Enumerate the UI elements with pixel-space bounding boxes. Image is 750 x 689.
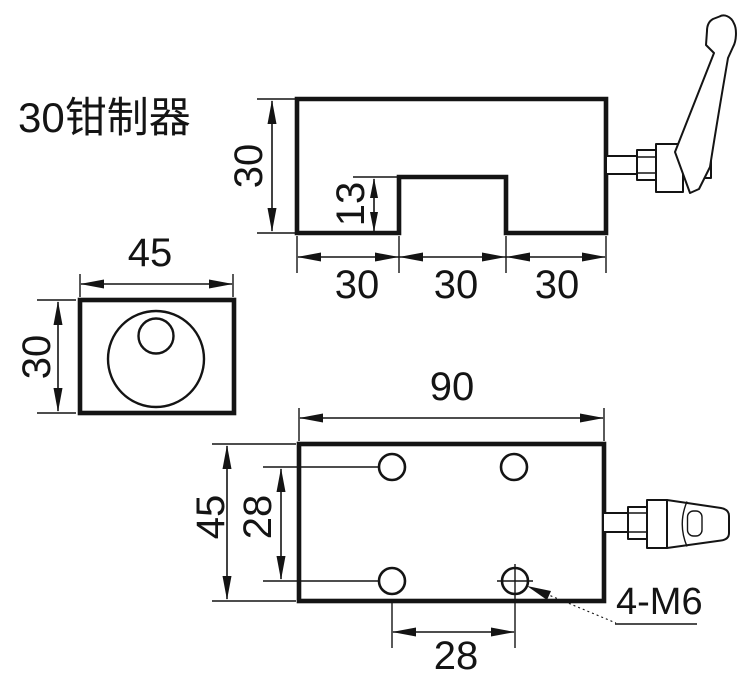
knob-shoulder-curve — [681, 501, 688, 547]
plan-view-clamp-lever — [602, 499, 730, 549]
arrowhead-right — [582, 252, 606, 262]
dim-label-side-height: 30 — [15, 335, 59, 380]
side-view: 45 30 — [15, 231, 237, 416]
dim-hole-row-spacing: 28 — [236, 468, 286, 580]
drawing-title: 30钳制器 — [18, 94, 191, 141]
arrowhead-up — [53, 301, 63, 325]
dim-label-side-width: 45 — [128, 231, 173, 275]
arrowhead-left — [299, 413, 323, 423]
thread-callout: 4-M6 — [527, 581, 703, 625]
arrowhead-right — [491, 627, 515, 637]
dim-label-left-foot: 30 — [335, 263, 380, 307]
lever-hex-nut — [636, 149, 657, 181]
dim-label-hole-row-spacing: 28 — [236, 495, 280, 540]
dim-side-width: 45 — [79, 231, 234, 297]
mounting-hole — [499, 452, 529, 482]
arrowhead-right — [580, 413, 604, 423]
dim-label-notch-width: 30 — [434, 263, 479, 307]
mounting-hole — [377, 566, 407, 596]
lever-handle-arm — [674, 14, 737, 194]
arrowhead-down — [53, 388, 63, 412]
arrowhead-up — [276, 468, 286, 492]
dim-label-hole-col-spacing: 28 — [434, 634, 479, 678]
dim-label-front-height: 30 — [227, 144, 271, 189]
dim-hole-col-spacing: 28 — [391, 603, 515, 678]
dim-label-notch-depth: 13 — [329, 182, 373, 227]
lever-hub-cylinder — [646, 499, 668, 549]
dim-label-plan-width: 90 — [430, 365, 475, 409]
arrowhead-up — [267, 100, 277, 124]
thread-callout-label: 4-M6 — [616, 581, 703, 623]
arrowhead-down — [267, 208, 277, 232]
arrowhead-up — [222, 445, 232, 469]
knob-slot — [686, 510, 703, 537]
lever-shaft — [602, 512, 629, 533]
lever-shaft — [605, 155, 638, 175]
dim-label-right-foot: 30 — [535, 263, 580, 307]
large-bore-circle — [106, 309, 206, 409]
dim-front-bottom-widths: 30 30 30 — [296, 236, 607, 307]
dim-side-height: 30 — [15, 299, 76, 414]
arrowhead-left — [80, 279, 104, 289]
small-bore-circle — [137, 317, 175, 355]
arrowhead-right — [209, 279, 233, 289]
plan-view-outline — [296, 441, 607, 604]
arrowhead-left — [297, 252, 321, 262]
mounting-hole — [377, 452, 407, 482]
arrowhead-up — [370, 178, 378, 198]
dim-label-plan-height: 45 — [189, 495, 233, 540]
dim-front-height: 30 — [227, 98, 296, 234]
arrowhead-right — [375, 252, 399, 262]
dim-plan-height: 45 — [189, 443, 296, 602]
arrowhead-left — [399, 252, 423, 262]
plan-view: 90 45 28 — [189, 365, 703, 678]
leader-arrowhead — [527, 586, 551, 600]
arrowhead-left — [506, 252, 530, 262]
lever-hex-nut — [627, 506, 648, 540]
arrowhead-right — [482, 252, 506, 262]
front-view: 30 13 30 30 30 — [227, 96, 609, 307]
arrowhead-down — [276, 556, 286, 580]
front-view-clamp-lever — [605, 14, 737, 194]
side-view-outline — [77, 297, 237, 416]
arrowhead-left — [392, 627, 416, 637]
dim-front-notch-depth: 13 — [329, 176, 397, 232]
dim-plan-width: 90 — [298, 365, 605, 441]
arrowhead-down — [222, 576, 232, 600]
arrowhead-down — [370, 212, 378, 232]
